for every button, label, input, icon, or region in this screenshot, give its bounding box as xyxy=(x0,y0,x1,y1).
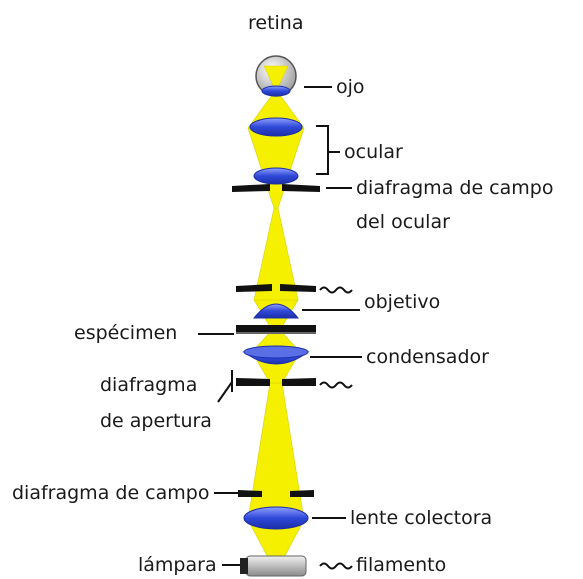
label-ocular: ocular xyxy=(344,141,403,163)
label-retina: retina xyxy=(248,12,304,34)
lamp xyxy=(240,555,307,577)
eyepiece-field-diaphragm xyxy=(232,184,320,192)
label-ojo: ojo xyxy=(336,76,365,98)
label-diafragma-apertura-line1: diafragma xyxy=(100,374,198,396)
bracket-ocular xyxy=(316,125,329,175)
label-objetivo: objetivo xyxy=(364,291,441,313)
label-diafragma-apertura-line2: de apertura xyxy=(100,410,212,432)
leader-lines xyxy=(198,86,362,570)
label-diafragma-campo-ocular-line2: del ocular xyxy=(356,211,450,233)
leader-diafragma-apertura xyxy=(217,370,233,403)
condenser xyxy=(242,345,310,365)
wave-aperture xyxy=(319,381,353,389)
aperture-diaphragm xyxy=(236,378,316,386)
label-lampara: lámpara xyxy=(138,554,217,576)
field-diaphragm xyxy=(238,490,314,497)
label-condensador: condensador xyxy=(366,346,489,368)
label-diafragma-campo: diafragma de campo xyxy=(12,482,210,504)
specimen-stage xyxy=(236,325,316,334)
label-filamento: filamento xyxy=(356,554,447,576)
wave-objective xyxy=(319,286,353,294)
label-diafragma-campo-ocular-line1: diafragma de campo xyxy=(356,177,554,199)
objective xyxy=(236,284,316,319)
label-especimen: espécimen xyxy=(74,322,178,344)
label-lente-colectora: lente colectora xyxy=(350,507,493,529)
eye xyxy=(255,55,297,97)
beam-collector-to-aperture xyxy=(247,382,305,521)
wave-filament xyxy=(319,562,353,570)
eyepiece-lenses xyxy=(249,117,303,185)
collector-lens xyxy=(243,506,309,530)
